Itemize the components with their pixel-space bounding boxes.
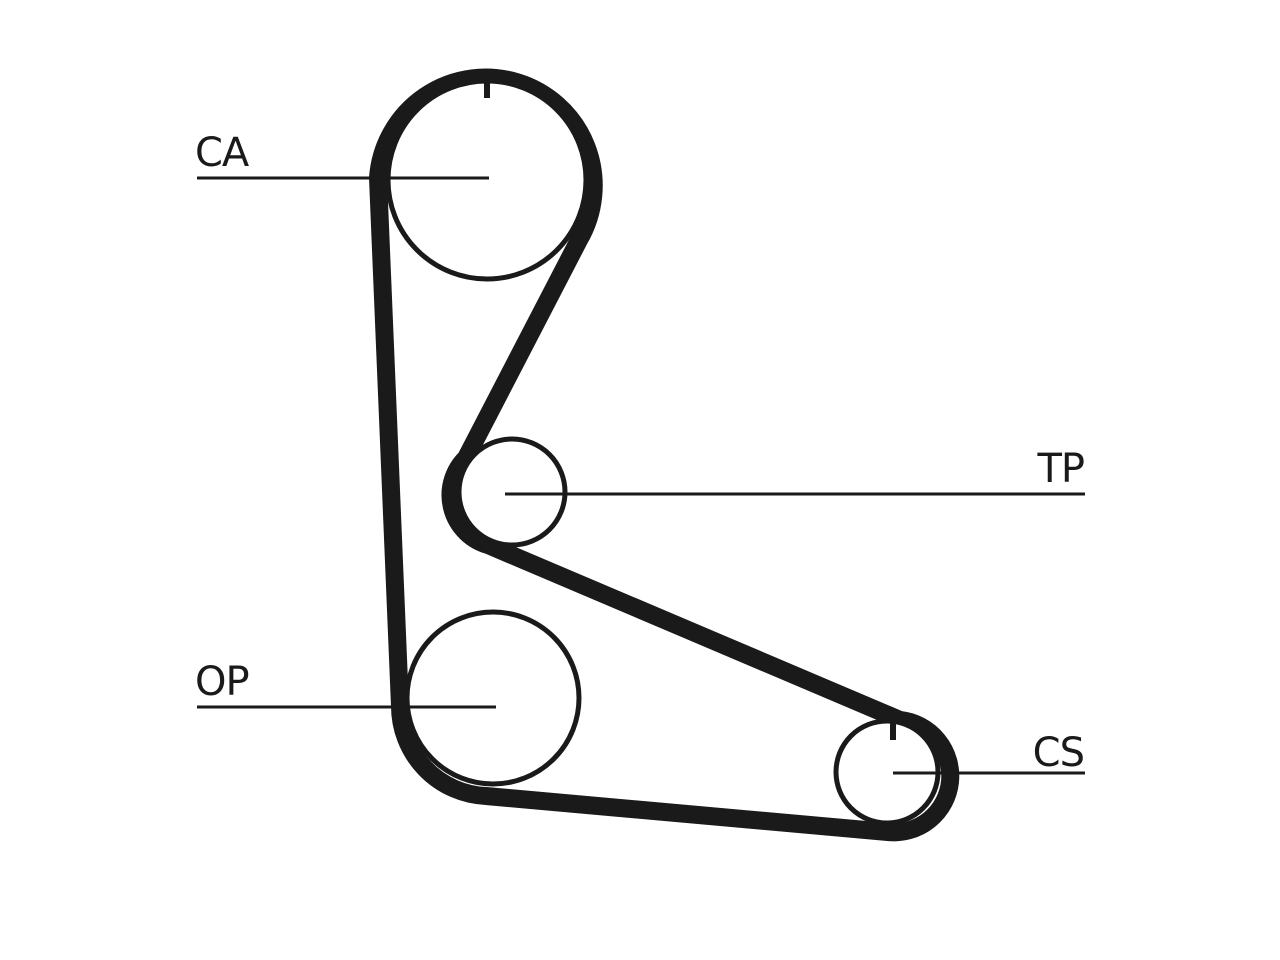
timing-belt (369, 68, 960, 842)
tensioner-pulley (456, 436, 568, 548)
oil-pump-label: OP (195, 659, 249, 705)
oil-pump-pulley (404, 609, 582, 787)
tensioner-label: TP (1036, 446, 1084, 492)
camshaft-label: CA (195, 130, 250, 176)
crankshaft-label: CS (1033, 730, 1084, 776)
camshaft-pulley (385, 78, 589, 282)
